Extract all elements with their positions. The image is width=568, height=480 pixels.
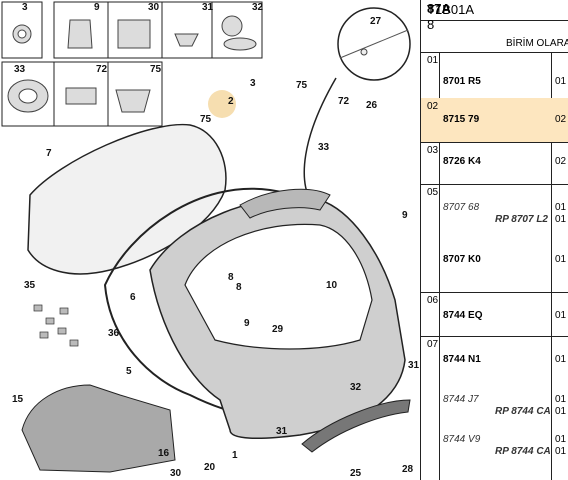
thumbnail-parts: [7, 15, 257, 113]
part-number: 8744 N1: [443, 354, 481, 365]
clip-cluster: [33, 304, 79, 347]
callout-number: 31: [408, 360, 420, 371]
part-number: 8744 EQ: [443, 310, 483, 321]
quantity: 02: [555, 114, 567, 125]
callout-number: 8: [236, 282, 242, 293]
callout-number: 75: [150, 64, 162, 75]
callout-number: 32: [350, 382, 362, 393]
quantity: 01: [555, 434, 567, 445]
callout-number: 33: [14, 64, 26, 75]
callout-number: 6: [130, 292, 136, 303]
unit-header: BİRİM OLARA: [421, 20, 568, 53]
callout-number: 9: [94, 2, 100, 13]
highlight-circle: [208, 90, 236, 118]
col-divider-2: [551, 52, 552, 480]
quantity: 01: [555, 354, 567, 365]
quantity: 01: [555, 76, 567, 87]
col-divider-1: [439, 52, 440, 480]
table-row[interactable]: 06 8744 EQ 01: [421, 292, 568, 337]
callout-number: 20: [204, 462, 216, 473]
detail-inset: [303, 7, 411, 201]
callout-number: 33: [318, 142, 330, 153]
part-number: RP 8744 CA: [495, 406, 551, 417]
quantity: 01: [555, 254, 567, 265]
quantity: 01: [555, 202, 567, 213]
quantity: 01: [555, 310, 567, 321]
reference-header: T1B 8 87A 01A: [421, 0, 568, 32]
callout-number: 35: [24, 280, 36, 291]
ref-suffix: 01A: [450, 2, 474, 17]
row-index: 03: [427, 145, 439, 156]
part-number: 8744 J7: [443, 394, 479, 405]
ref-bold: 87A: [427, 1, 451, 16]
parts-table: T1B 8 87A 01A BİRİM OLARA 01 8701 R5 01 02 8…: [420, 0, 568, 480]
quantity: 01: [555, 446, 567, 457]
garnish-bar: [301, 399, 411, 453]
callout-number: 9: [244, 318, 250, 329]
callout-number: 30: [148, 2, 160, 13]
callout-number: 8: [228, 272, 234, 283]
callout-number: 7: [46, 148, 52, 159]
callout-number: 1: [232, 450, 238, 461]
callout-number: 15: [12, 394, 24, 405]
callout-labels: 3 9 30 31 32 33 72 75 27 2 3 75 72 26 75 33 7 8 9 35 6 8 10 36 9…: [12, 2, 420, 479]
part-number: RP 8744 CA: [495, 446, 551, 457]
callout-number: 75: [200, 114, 212, 125]
trim-panel: [21, 384, 176, 473]
table-row[interactable]: 03 8726 K4 02: [421, 142, 568, 185]
table-row[interactable]: 01 8701 R5 01: [421, 52, 568, 99]
part-number: 8701 R5: [443, 76, 481, 87]
callout-number: 75: [296, 80, 308, 91]
callout-number: 3: [22, 2, 28, 13]
row-index: 02: [427, 101, 439, 112]
callout-number: 26: [366, 100, 378, 111]
ref-prefix: T1B 8: [427, 2, 451, 32]
callout-number: 30: [170, 468, 182, 479]
callout-number: 3: [250, 78, 256, 89]
quantity: 01: [555, 394, 567, 405]
part-number: 8707 K0: [443, 254, 481, 265]
part-number: 8715 79: [443, 114, 480, 125]
spoiler: [239, 188, 331, 219]
quantity: 02: [555, 156, 567, 167]
table-row[interactable]: 07 8744 N1 01 8744 J7 01 RP 8744 CA 01 8744 V9 0…: [421, 336, 568, 480]
callout-number: 36: [108, 328, 120, 339]
callout-number: 28: [402, 464, 414, 475]
exploded-parts-diagram: 3 9 30 31 32 33 72 75 27 2 3 75 72 26 75 33 7 8 9 35 6 8 10 36 9…: [1, 1, 420, 479]
callout-number: 2: [228, 96, 234, 107]
callout-number: 29: [272, 324, 284, 335]
callout-number: 9: [402, 210, 408, 221]
table-row[interactable]: 05 8707 68 01 RP 8707 L2 01 8707 K0 01: [421, 184, 568, 293]
row-index: 05: [427, 187, 439, 198]
part-number: 8707 68: [443, 202, 480, 213]
part-number: 8726 K4: [443, 156, 481, 167]
thumbnail-grid: [1, 1, 263, 127]
callout-number: 10: [326, 280, 338, 291]
part-number: RP 8707 L2: [495, 214, 548, 225]
callout-number: 27: [370, 16, 382, 27]
callout-number: 32: [252, 2, 264, 13]
row-index: 01: [427, 55, 439, 66]
callout-number: 72: [96, 64, 108, 75]
callout-number: 31: [202, 2, 214, 13]
quantity: 01: [555, 406, 567, 417]
table-row[interactable]: 02 8715 79 02: [421, 98, 568, 143]
row-index: 06: [427, 295, 439, 306]
callout-number: 72: [338, 96, 350, 107]
tailgate-window: [184, 223, 373, 350]
callout-number: 31: [276, 426, 288, 437]
part-number: 8744 V9: [443, 434, 481, 445]
quantity: 01: [555, 214, 567, 225]
callout-number: 25: [350, 468, 362, 479]
unit-label: BİRİM OLARA: [506, 38, 568, 49]
callout-number: 5: [126, 366, 132, 377]
row-index: 07: [427, 339, 439, 350]
callout-number: 16: [158, 448, 170, 459]
rear-glass: [27, 123, 227, 275]
